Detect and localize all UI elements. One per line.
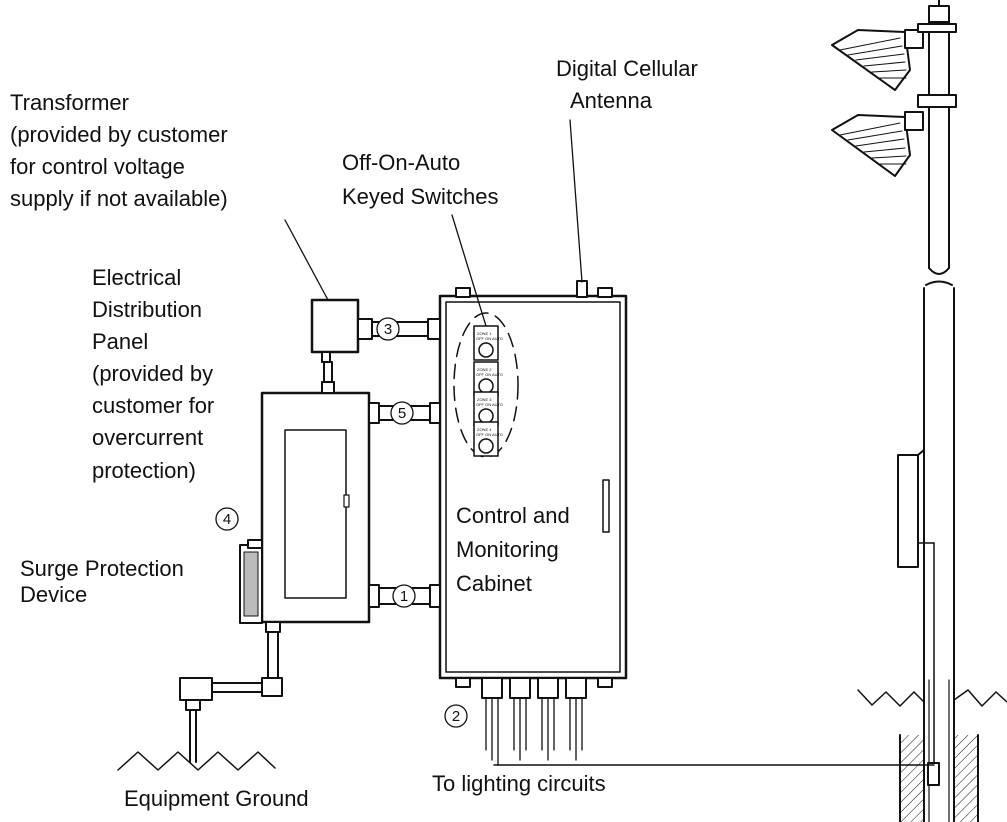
distribution-panel xyxy=(179,381,441,763)
callout-3-circle xyxy=(376,317,400,341)
grade-line-right-2 xyxy=(953,689,1007,707)
switch-3-modes: OFF ON AUTO xyxy=(476,402,503,407)
label-switches: Off-On-Auto Keyed Switches xyxy=(342,150,499,209)
callout-1: 1 xyxy=(400,588,408,605)
label-surge: Surge Protection Device xyxy=(20,556,190,607)
callout-5: 5 xyxy=(398,405,406,422)
callout-4-circle xyxy=(215,507,239,531)
label-circuits: To lighting circuits xyxy=(432,771,606,796)
callout-2-circle xyxy=(444,704,468,728)
switch-2-zone: ZONE 2 xyxy=(477,367,492,372)
callout-4: 4 xyxy=(223,511,231,528)
switch-1-modes: OFF ON AUTO xyxy=(476,336,503,341)
switch-3-zone: ZONE 3 xyxy=(477,397,492,402)
grade-line-left xyxy=(117,751,276,771)
leader-transformer xyxy=(284,219,329,301)
callout-3: 3 xyxy=(384,321,392,338)
floodlight-lower xyxy=(831,94,957,177)
label-antenna: Digital Cellular Antenna xyxy=(556,56,704,113)
transformer xyxy=(310,298,441,383)
grade-line-right xyxy=(857,689,925,707)
callout-5-circle xyxy=(390,401,414,425)
switch-1-zone: ZONE 1 xyxy=(477,331,492,336)
keyed-switch-4 xyxy=(473,421,499,457)
callout-1-circle xyxy=(392,584,416,608)
label-ground: Equipment Ground xyxy=(124,786,309,811)
leader-antenna xyxy=(569,119,583,283)
switch-2-modes: OFF ON AUTO xyxy=(476,372,503,377)
label-transformer: Transformer (provided by customer for co… xyxy=(10,90,234,211)
callout-2: 2 xyxy=(452,708,460,725)
conduits-to-circuits xyxy=(481,677,587,766)
floodlight-upper xyxy=(831,23,957,91)
surge-protection-device xyxy=(239,539,263,624)
keyed-switch-1 xyxy=(473,325,499,361)
switch-4-zone: ZONE 4 xyxy=(477,427,492,432)
leader-switches xyxy=(451,214,487,327)
keyed-switch-3 xyxy=(473,391,499,427)
light-pole xyxy=(897,0,979,822)
control-cabinet xyxy=(438,280,628,688)
switch-4-modes: OFF ON AUTO xyxy=(476,432,503,437)
label-panel: Electrical Distribution Panel (provided … xyxy=(92,265,220,483)
label-cabinet: Control and Monitoring Cabinet xyxy=(456,503,576,596)
